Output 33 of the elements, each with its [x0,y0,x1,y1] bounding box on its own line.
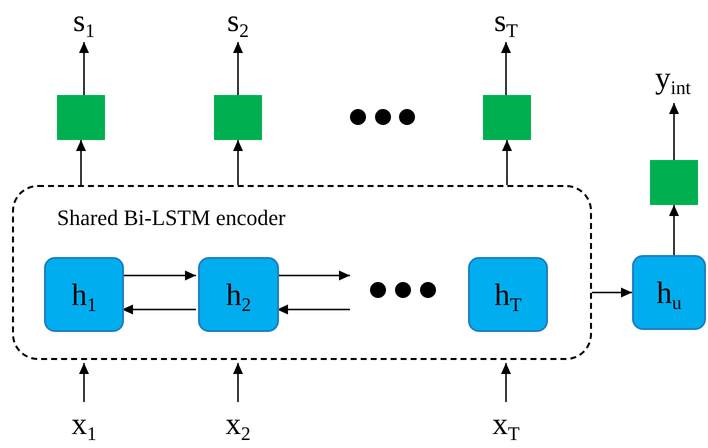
arrow [233,363,243,402]
encoder-title: Shared Bi-LSTM encoder [57,205,286,232]
variable-label: x$_{1}$ [60,402,108,446]
arrow [76,140,86,185]
variable-label: s$_{1}$ [60,0,108,42]
arrow [277,270,350,280]
arrow [501,363,511,402]
arrow [122,304,196,314]
output-layer-box [214,95,262,140]
arrow [669,103,679,160]
output-layer-box [650,160,698,205]
hidden-state-box: h$_{T}$ [468,257,548,332]
variable-label: s$_{2}$ [214,0,262,42]
arrow [501,42,511,95]
arrow [122,270,196,280]
output-layer-box [483,95,531,140]
arrow [669,205,679,255]
arrow [79,363,89,402]
hidden-state-box: h$_{u}$ [632,255,706,330]
arrow [233,42,243,95]
arrow [233,140,243,185]
hidden-state-box: h$_{1}$ [44,257,124,332]
output-layer-box [57,95,105,140]
arrow [502,140,512,185]
hidden-state-box: h$_{2}$ [198,257,279,332]
variable-label: s$_{T}$ [482,0,530,42]
encoder-dashed-box [12,185,592,360]
variable-label: x$_{2}$ [214,402,262,446]
arrow [277,304,350,314]
arrow [592,288,632,298]
variable-label: x$_{T}$ [482,402,530,446]
arrow [79,42,89,95]
variable-label: y$_{int}$ [640,56,706,100]
